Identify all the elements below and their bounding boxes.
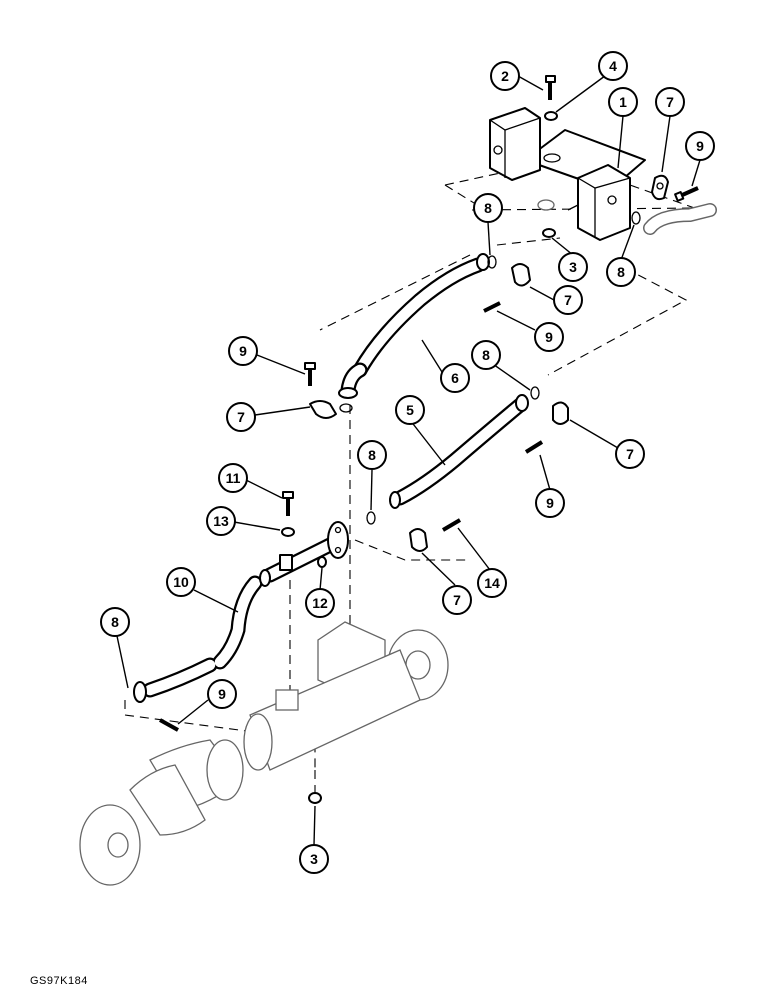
callout-8: 8 [471, 340, 501, 370]
svg-text:9: 9 [239, 343, 247, 359]
svg-text:11: 11 [226, 470, 241, 486]
callout-9: 9 [207, 679, 237, 709]
outlet-pipe-right [643, 203, 717, 235]
callout-12: 12 [305, 588, 335, 618]
nut-13 [281, 527, 295, 537]
svg-text:13: 13 [213, 513, 229, 529]
bolts [159, 301, 544, 732]
svg-text:1: 1 [619, 94, 627, 110]
svg-text:6: 6 [451, 370, 459, 386]
svg-text:7: 7 [237, 409, 245, 425]
nut-3-top [542, 228, 556, 238]
svg-text:9: 9 [218, 686, 226, 702]
callout-9: 9 [534, 322, 564, 352]
svg-text:12: 12 [312, 595, 328, 611]
bolt-11 [282, 491, 294, 516]
clamp-halves-7 [309, 263, 569, 552]
leader-lines [116, 69, 701, 846]
hose-6 [338, 253, 490, 399]
callout-3: 3 [558, 252, 588, 282]
callout-14: 14 [477, 568, 507, 598]
orings-8 [339, 255, 540, 525]
svg-text:8: 8 [111, 614, 119, 630]
callout-8: 8 [473, 193, 503, 223]
callout-9: 9 [228, 336, 258, 366]
tube-10 [133, 569, 271, 703]
svg-text:8: 8 [617, 264, 625, 280]
clamp-half-upper-right [651, 174, 669, 201]
callouts: 1 2 4 7 9 8 3 8 7 9 9 6 8 7 5 7 8 9 11 1… [100, 51, 715, 874]
figure-reference-code: GS97K184 [30, 975, 88, 987]
svg-text:5: 5 [406, 402, 414, 418]
callout-7: 7 [226, 402, 256, 432]
callout-9: 9 [685, 131, 715, 161]
callout-1: 1 [608, 87, 638, 117]
svg-text:9: 9 [696, 138, 704, 154]
hydraulic-cylinder [79, 621, 449, 886]
hose-5 [389, 394, 529, 509]
svg-text:7: 7 [453, 592, 461, 608]
svg-text:8: 8 [368, 447, 376, 463]
callout-3: 3 [299, 844, 329, 874]
callout-7: 7 [553, 285, 583, 315]
svg-text:7: 7 [564, 292, 572, 308]
callout-6: 6 [440, 363, 470, 393]
callout-7: 7 [615, 439, 645, 469]
pump-assembly [489, 107, 646, 241]
callout-9: 9 [535, 488, 565, 518]
svg-text:2: 2 [501, 68, 509, 84]
svg-text:8: 8 [482, 347, 490, 363]
nut-4 [544, 111, 558, 121]
svg-text:10: 10 [173, 574, 189, 590]
oring-right [631, 211, 641, 225]
callout-2: 2 [490, 61, 520, 91]
callout-10: 10 [166, 567, 196, 597]
callout-11: 11 [218, 463, 248, 493]
svg-text:7: 7 [666, 94, 674, 110]
callout-8: 8 [606, 257, 636, 287]
svg-text:9: 9 [546, 495, 554, 511]
callout-4: 4 [598, 51, 628, 81]
callout-7: 7 [442, 585, 472, 615]
svg-text:14: 14 [484, 575, 500, 591]
svg-text:8: 8 [484, 200, 492, 216]
svg-text:7: 7 [626, 446, 634, 462]
center-tube [262, 521, 349, 583]
bolt-2 [545, 75, 556, 100]
callout-5: 5 [395, 395, 425, 425]
svg-text:4: 4 [609, 58, 617, 74]
callout-8: 8 [100, 607, 130, 637]
nut-3-bottom [308, 792, 322, 804]
callout-8: 8 [357, 440, 387, 470]
svg-text:9: 9 [545, 329, 553, 345]
callout-7: 7 [655, 87, 685, 117]
svg-text:3: 3 [569, 259, 577, 275]
bolt-upper-right [674, 186, 699, 202]
callout-13: 13 [206, 506, 236, 536]
svg-text:3: 3 [310, 851, 318, 867]
